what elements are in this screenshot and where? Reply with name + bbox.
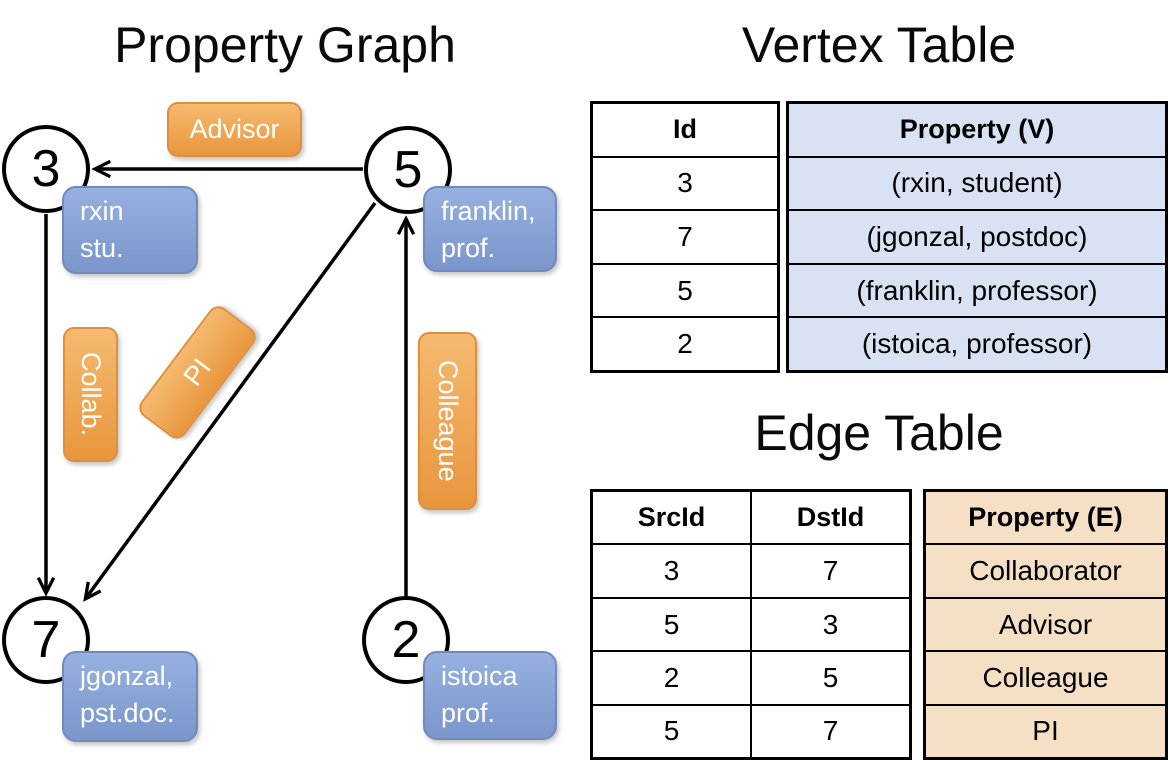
edge-label-colleague: Colleague: [418, 332, 477, 510]
vertex-node-5: 5: [364, 126, 452, 214]
edge-dst-cell: 7: [752, 703, 909, 757]
vertex-id-cell: 3: [593, 155, 777, 210]
edge-dst-cell: 7: [752, 543, 909, 596]
edge-label-collab: Collab.: [63, 327, 118, 462]
edge-property-column: Property (E) Collaborator Advisor Collea…: [923, 489, 1168, 760]
edge-src-cell: 5: [593, 596, 750, 650]
edge-src-dst-columns: SrcId 3 5 2 5 DstId 7 3 5 7: [590, 489, 912, 760]
vertex-property-header: Property (V): [789, 104, 1165, 156]
edge-dst-column: DstId 7 3 5 7: [750, 492, 909, 757]
vertex-prop-jgonzal: jgonzal, pst.doc.: [62, 651, 198, 742]
edge-label-advisor: Advisor: [167, 102, 302, 157]
vertex-id: 2: [391, 611, 421, 669]
edge-label-text: Collab.: [76, 352, 106, 437]
vertex-property-cell: (istoica, professor): [789, 316, 1165, 370]
prop-line: franklin,: [441, 196, 536, 226]
prop-line: rxin: [80, 196, 124, 226]
edge-property-cell: PI: [926, 703, 1165, 758]
prop-line: prof.: [441, 233, 496, 263]
vertex-property-column: Property (V) (rxin, student) (jgonzal, p…: [786, 101, 1168, 373]
edge-src-cell: 3: [593, 543, 750, 596]
vertex-id-cell: 7: [593, 209, 777, 263]
vertex-id: 5: [393, 141, 423, 199]
vertex-table-title: Vertex Table: [741, 17, 1017, 73]
vertex-property-cell: (rxin, student): [789, 155, 1165, 210]
edge-label-text: PI: [177, 352, 217, 392]
prop-line: istoica: [441, 661, 518, 691]
vertex-prop-rxin: rxin stu.: [62, 186, 198, 274]
edge-label-text: Advisor: [189, 114, 280, 144]
edge-src-header: SrcId: [637, 502, 706, 533]
vertex-prop-franklin: franklin, prof.: [423, 186, 557, 272]
property-graph-panel: Property Graph Advisor Collab. PI Collea…: [0, 0, 580, 760]
prop-line: stu.: [80, 233, 124, 263]
vertex-id-column: Id 3 7 5 2: [590, 101, 780, 373]
edge-dst-cell: 3: [752, 596, 909, 650]
vertex-id: 3: [31, 140, 61, 198]
edge-5-to-7: [86, 201, 377, 598]
vertex-id-cell: 2: [593, 316, 777, 370]
edge-property-cell: Collaborator: [926, 543, 1165, 597]
vertex-property-cell: (jgonzal, postdoc): [789, 209, 1165, 263]
edge-label-text: Colleague: [433, 360, 463, 482]
edge-property-cell: Advisor: [926, 596, 1165, 651]
edge-src-cell: 5: [593, 703, 750, 757]
vertex-id: 7: [31, 611, 61, 669]
edge-src-column: SrcId 3 5 2 5: [593, 492, 750, 757]
prop-line: jgonzal,: [80, 661, 174, 691]
vertex-prop-istoica: istoica prof.: [423, 651, 557, 740]
vertex-id-cell: 5: [593, 262, 777, 317]
edge-property-cell: Colleague: [926, 650, 1165, 704]
edge-table-title: Edge Table: [754, 405, 1004, 461]
edge-src-cell: 2: [593, 650, 750, 703]
prop-line: pst.doc.: [80, 698, 175, 728]
graph-title: Property Graph: [114, 17, 456, 73]
edge-dst-header: DstId: [796, 502, 865, 533]
edge-dst-cell: 5: [752, 650, 909, 703]
graph-edges: [0, 0, 580, 760]
vertex-node-2: 2: [362, 596, 450, 684]
vertex-id-header: Id: [673, 114, 697, 145]
edge-property-header: Property (E): [926, 492, 1165, 544]
vertex-property-cell: (franklin, professor): [789, 262, 1165, 317]
prop-line: prof.: [441, 698, 496, 728]
